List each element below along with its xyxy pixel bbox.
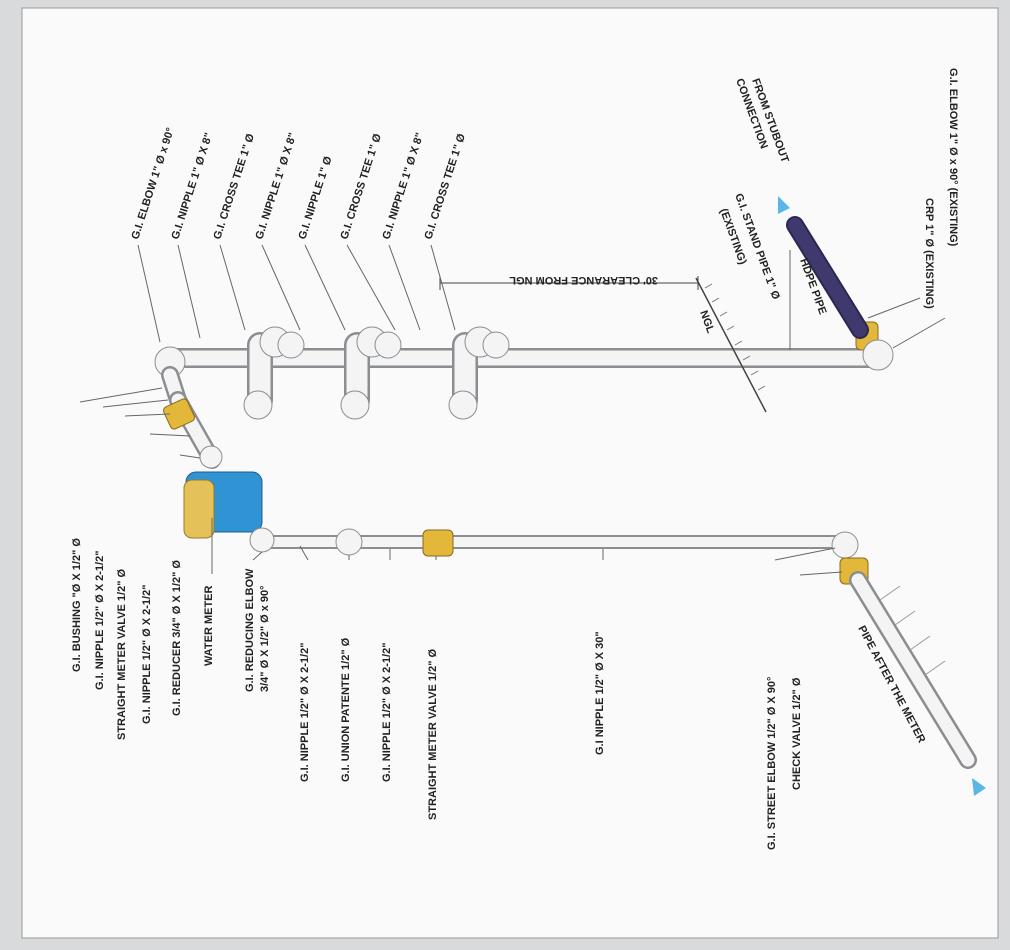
cross-tee-3 (448, 326, 510, 420)
left-labels: G.I. BUSHING "Ø X 1/2" Ø G.I. NIPPLE 1/2… (71, 538, 803, 850)
label-nipple-a: G.I. NIPPLE 1/2" Ø X 2-1/2" (94, 551, 106, 690)
union-patente (335, 528, 363, 556)
label-nipple-30: G.I NIPPLE 1/2" Ø X 30" (594, 631, 606, 755)
pipe-after-meter (849, 571, 977, 769)
street-elbow (831, 531, 859, 559)
hdpe-pipe (786, 216, 869, 339)
label-reducing-elbow: G.I. REDUCING ELBOW (244, 568, 256, 692)
inflow-arrow-icon (778, 196, 790, 214)
label-reducing-elbow-size: 3/4" Ø X 1/2" Ø x 90° (259, 585, 271, 692)
label-crp: CRP 1" Ø (EXISTING) (923, 198, 935, 309)
label-check-valve: CHECK VALVE 1/2" Ø (791, 677, 803, 790)
reducing-elbow (249, 527, 275, 553)
label-straight-valve-a: STRAIGHT METER VALVE 1/2" Ø (116, 569, 128, 740)
label-street-elbow: G.I. STREET ELBOW 1/2" Ø X 90° (766, 677, 778, 850)
label-water-meter: WATER METER (203, 585, 215, 666)
outflow-arrow-icon (972, 778, 986, 796)
label-bushing: G.I. BUSHING "Ø X 1/2" Ø (71, 538, 83, 672)
label-union: G.I. UNION PATENTE 1/2" Ø (340, 637, 352, 782)
cross-tee-1 (243, 326, 305, 420)
label-nipple-d: G.I. NIPPLE 1/2" Ø X 2-1/2" (381, 643, 393, 782)
label-existing-elbow: G.I. ELBOW 1" Ø x 90° (EXISTING) (947, 68, 959, 247)
label-reducer: G.I. REDUCER 3/4" Ø X 1/2" Ø (171, 560, 183, 716)
leader-lines (79, 244, 946, 576)
label-clearance: 30' CLEARANCE FROM NGL (509, 274, 658, 286)
label-nipple-b: G.I. NIPPLE 1/2" Ø X 2-1/2" (141, 585, 153, 724)
cross-tee-2 (340, 326, 402, 420)
meter-connector (162, 391, 223, 469)
ngl-ground-line (695, 277, 767, 413)
label-nipple-c: G.I. NIPPLE 1/2" Ø X 2-1/2" (299, 643, 311, 782)
straight-meter-valve (422, 529, 454, 557)
paper-frame (21, 7, 999, 939)
water-meter (183, 471, 263, 539)
label-straight-valve-b: STRAIGHT METER VALVE 1/2" Ø (427, 649, 439, 820)
